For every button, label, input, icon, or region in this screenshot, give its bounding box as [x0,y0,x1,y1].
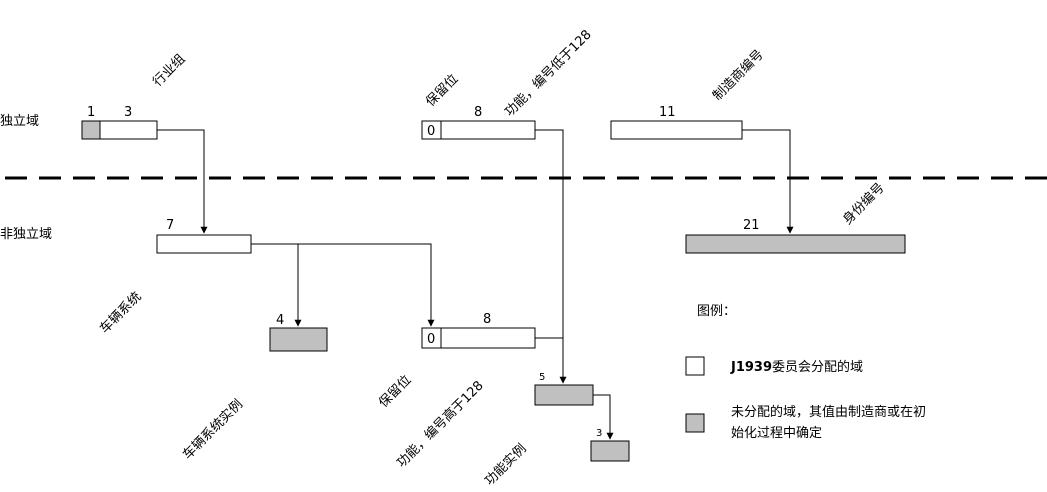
function-high-label: 功能，编号高于128 [394,378,487,471]
function-bottom-field [440,327,536,349]
vehicle-system-bits: 7 [166,218,174,233]
independent-domain-label: 独立域 [0,114,39,129]
vehicle-system-field [156,234,252,254]
connector-function-top-to-instance [535,129,567,384]
connector-function-instance-to-ecu [593,394,614,440]
reserved-bit-top-value: 0 [427,124,435,139]
legend-unassigned-swatch [685,413,705,433]
legend-unassigned-line1: 未分配的域，其值由制造商或在初 [731,404,926,420]
legend-assigned-text: J1939委员会分配的域 [730,359,863,375]
vehicle-system-label: 车辆系统 [97,289,145,337]
identity-number-label: 身份编号 [840,180,888,228]
function-low-label: 功能，编号低于128 [502,27,595,120]
connector-industry-to-vehicle-system [157,129,208,234]
function-top-bits: 8 [474,105,482,120]
arbitrary-address-field [81,120,101,140]
legend-assigned-rest: 委员会分配的域 [772,359,863,375]
arbitrary-address-bits: 1 [87,105,95,120]
manufacturer-code-bits: 11 [659,105,676,120]
ecu-instance-bits: 3 [596,428,602,439]
legend-assigned-swatch [685,356,705,376]
reserved-top-label: 保留位 [423,72,461,110]
vehicle-system-instance-field [269,327,328,352]
function-top-field [440,120,536,140]
function-instance-bits: 5 [539,372,545,383]
reserved-bit-bottom-value: 0 [427,332,435,347]
industry-group-bits: 3 [124,105,132,120]
legend-unassigned-line2: 始化过程中确定 [731,426,822,441]
industry-group-label: 行业组 [150,52,188,90]
connector-vehicle-system-to-reserved [251,243,435,327]
identity-number-bits: 21 [743,218,760,233]
function-bottom-bits: 8 [483,312,491,327]
reserved-bottom-label: 保留位 [376,373,414,411]
vehicle-system-instance-bits: 4 [276,313,284,328]
legend-title: 图例： [697,304,736,319]
ecu-instance-field [590,440,630,462]
industry-group-field [99,120,158,140]
vehicle-system-instance-label: 车辆系统实例 [180,396,246,462]
dependent-domain-label: 非独立域 [0,227,52,242]
connector-vehicle-system-to-instance [251,243,302,327]
legend-assigned-bold: J1939 [730,360,772,375]
connector-manufacturer-to-identity [742,129,794,234]
function-instance-field [534,384,594,406]
manufacturer-code-field [610,120,743,140]
manufacturer-code-label: 制造商编号 [710,47,767,104]
function-instance-label: 功能实例 [482,441,529,488]
identity-number-field [685,234,906,254]
